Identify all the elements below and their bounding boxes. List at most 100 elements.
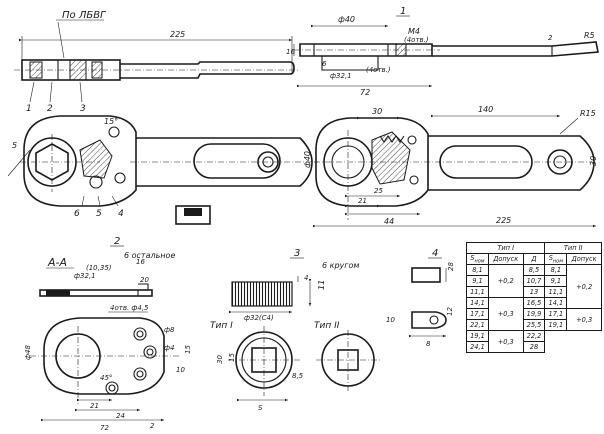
table-col-s2: Sном [544,252,568,266]
plan-side-dim: 5 [12,141,17,150]
table-cell: 17,1 [466,308,489,321]
table-tol2-b: +0,3 [566,308,602,332]
part-2-dim21: 21 [90,402,99,410]
part-1-thread: М4 [408,27,420,36]
part-1-number: 1 [400,6,406,17]
asm-dim-25: 25 [374,187,383,195]
part-2-dim2: 2 [150,422,155,430]
part-1-offset: 6 [322,60,327,68]
table-type2-header: Тип II [544,242,602,254]
part-2-dia48: ф48 [24,345,32,360]
part-4-dim8: 8 [426,340,431,348]
part-3-s-label: S [258,404,263,412]
part-2-dim24: 24 [116,412,125,420]
table-type-row: Тип I Тип II [465,242,602,254]
part-2-width: ф32,1 [74,272,96,280]
plan-label-6: 6 [74,209,80,219]
part-4-number: 4 [432,248,438,259]
standard-note: По ЛБВГ [62,10,107,21]
table-row: 9,1 10,7 9,1 [466,275,602,288]
part-3-dim85: 8,5 [292,372,304,380]
part-4-dim28: 28 [447,262,455,271]
table-cell: 16,5 [522,297,546,310]
table-col-s: Sном [466,252,489,266]
part-3-height: 4 [304,274,308,282]
part-2-holes: 4отв. ф4,5 [110,304,149,312]
table-cell: 8,1 [466,264,489,277]
part-2-angle: 45° [100,374,112,382]
part-1-left-dim: 16 [286,48,295,56]
part-1-bore-extra: (4отв.) [366,66,391,74]
table-empty [545,331,602,353]
part-1-side-view: 1 ф40 М4 (4отв.) R5 2 16 ф32,1 (4отв.) 6… [286,6,599,97]
part-1-length: 72 [360,88,370,97]
part-3-dim30: 30 [216,355,224,364]
part-2-dia8: ф8 [164,326,175,334]
table-cell: 9,1 [544,275,568,288]
part-2-section: А-А [47,256,67,269]
plan-view-left: 5 15° 6 5 4 [7,115,318,225]
part-3-number: 3 [294,248,300,259]
table-cell: 13 [522,286,546,299]
table-tol2-a: +0,2 [566,264,602,310]
asm-dim-r15: R15 [580,109,596,118]
table-cell: 28 [522,341,546,354]
table-cell: 8,5 [522,264,546,277]
part-2-drawings: 2 А-А 6 остальное (10,35) ф32,1 16 20 4о… [24,236,192,432]
asm-dim-30-top: 30 [372,107,382,116]
table-row: 24,1 28 [466,341,602,354]
table-row: 14,1 +0,3 16,5 14,1 [466,297,602,332]
table-cell: 11,1 [466,286,489,299]
part-4-dim10: 10 [386,316,395,324]
table-row: 11,1 13 11,1 [466,286,602,299]
table-tol-a: +0,2 [487,264,524,299]
table-cell: 22,2 [522,330,546,343]
table-row: 17,1 19,9 17,1 +0,3 [466,308,602,332]
callout-1: 1 [26,104,32,114]
part-2-dim10: 10 [176,366,185,374]
size-tolerance-table: Тип I Тип II Sном Допуск Д Sном Допуск 8… [465,242,602,354]
part-2-dim15: 15 [184,345,192,354]
part-1-end-dim: 2 [548,34,553,42]
part-4-dim12: 12 [446,307,454,316]
table-row: 19,1 +0,3 22,2 [466,330,602,354]
asm-dim-44: 44 [384,217,394,226]
table-col-d: Д [522,252,546,266]
table-type1-header: Тип I [465,242,546,254]
table-cell: 19,1 [544,319,568,332]
plan-label-4: 4 [118,209,124,219]
table-cell: 17,1 [544,308,568,321]
part-3-dim15: 15 [228,353,236,362]
total-length-dim: 225 [170,30,185,39]
part-4-drawings: 4 28 10 12 8 [386,248,455,348]
table-col-tol2: Допуск [566,252,602,266]
part-1-radius: R5 [584,31,595,40]
table-tol-b: +0,3 [487,297,524,332]
table-cell: 19,1 [466,330,489,343]
assembly-plan-view: 30 140 R15 ф40 30 25 21 44 225 [303,105,598,228]
table-row: 22,1 25,5 19,1 [466,319,602,332]
table-cell: 19,9 [522,308,546,321]
part-1-bore: ф32,1 [330,72,352,80]
table-cell: 14,1 [466,297,489,310]
table-cell: 14,1 [544,297,568,310]
part-3-height-b: 11 [317,280,326,290]
part-3-type2: Тип II [314,321,340,331]
table-row: 8,1 +0,2 8,5 8,1 +0,2 [466,264,602,310]
part-2-thick: (10,35) [86,264,112,272]
table-cell: 11,1 [544,286,568,299]
part-3-drawings: 3 6 кругом 4 11 ф32(С4) Тип I 30 15 8,5 … [210,248,380,412]
top-side-view: По ЛБВГ 225 1 2 3 [14,10,300,114]
part-2-dia4: ф4 [164,344,174,352]
asm-dim-225: 225 [496,216,511,225]
part-2-small-20: 20 [140,276,149,284]
table-header-row: Sном Допуск Д Sном Допуск [466,252,602,266]
part-3-finish: 6 кругом [322,261,359,270]
part-2-number: 2 [114,236,120,247]
table-cell: 8,1 [544,264,568,277]
plan-label-5: 5 [96,209,102,219]
part-1-diameter: ф40 [338,15,355,24]
part-3-type1: Тип I [210,321,233,331]
table-cell: 9,1 [466,275,489,288]
